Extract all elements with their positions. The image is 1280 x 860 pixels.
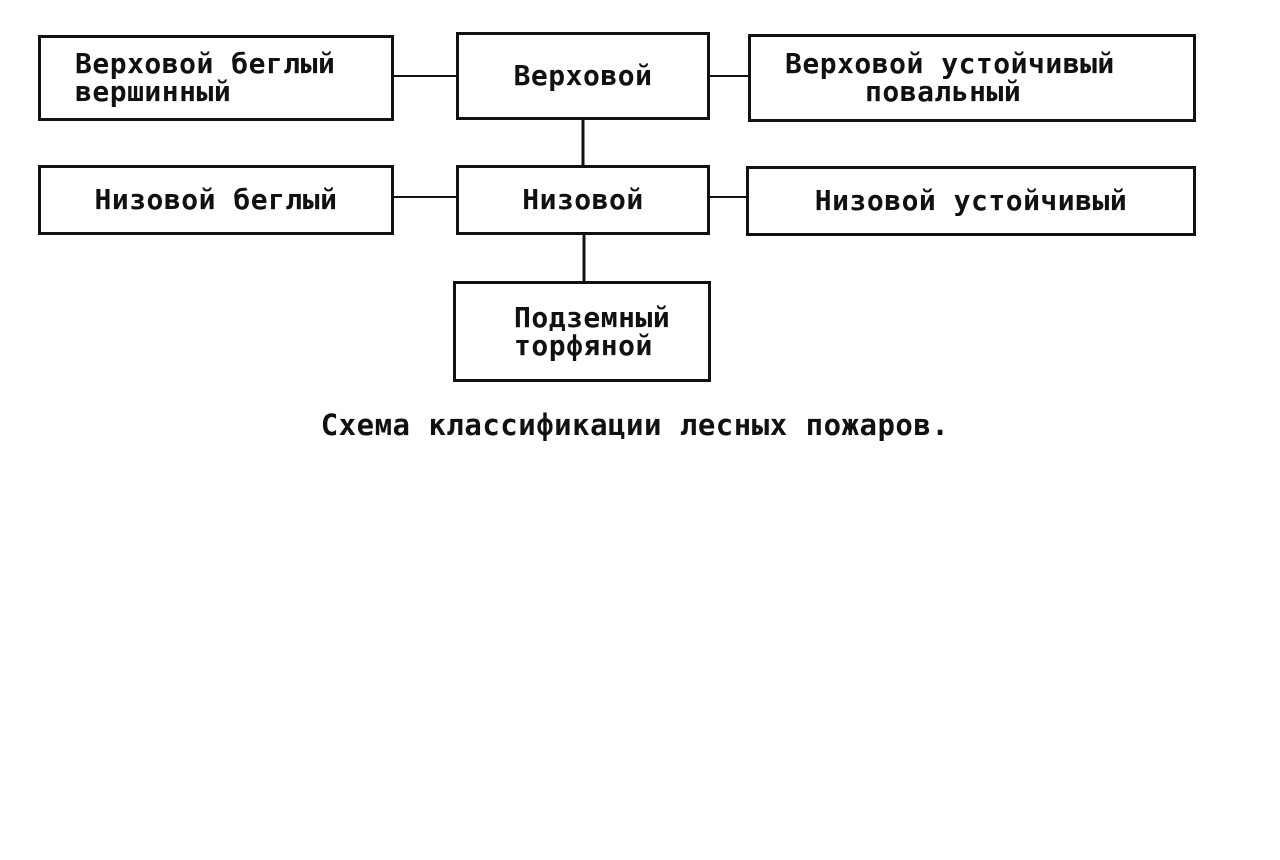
node-ground-steady-label: Низовой устойчивый (814, 184, 1128, 217)
node-underground: Подземный торфяной (453, 281, 711, 382)
node-underground-line2: торфяной (514, 328, 653, 362)
node-crown-steady-line1: Верховой устойчивый (785, 47, 1115, 80)
node-ground-running-label: Низовой беглый (94, 183, 338, 216)
node-crown: Верховой (456, 32, 710, 120)
node-crown-label: Верховой (513, 59, 653, 92)
node-crown-running: Верховой беглый вершинный (38, 35, 394, 121)
node-crown-running-line2: вершинный (75, 75, 232, 108)
node-crown-running-line1: Верховой беглый (75, 47, 336, 80)
diagram-caption: Схема классификации лесных пожаров. (320, 408, 950, 442)
node-crown-steady-line2: повальный (865, 75, 1022, 108)
node-ground-label: Низовой (522, 183, 644, 216)
node-ground-steady: Низовой устойчивый (746, 166, 1196, 236)
node-underground-line1: Подземный (514, 300, 671, 334)
node-ground-running: Низовой беглый (38, 165, 394, 235)
node-ground: Низовой (456, 165, 710, 235)
node-crown-steady: Верховой устойчивый повальный (748, 34, 1196, 122)
